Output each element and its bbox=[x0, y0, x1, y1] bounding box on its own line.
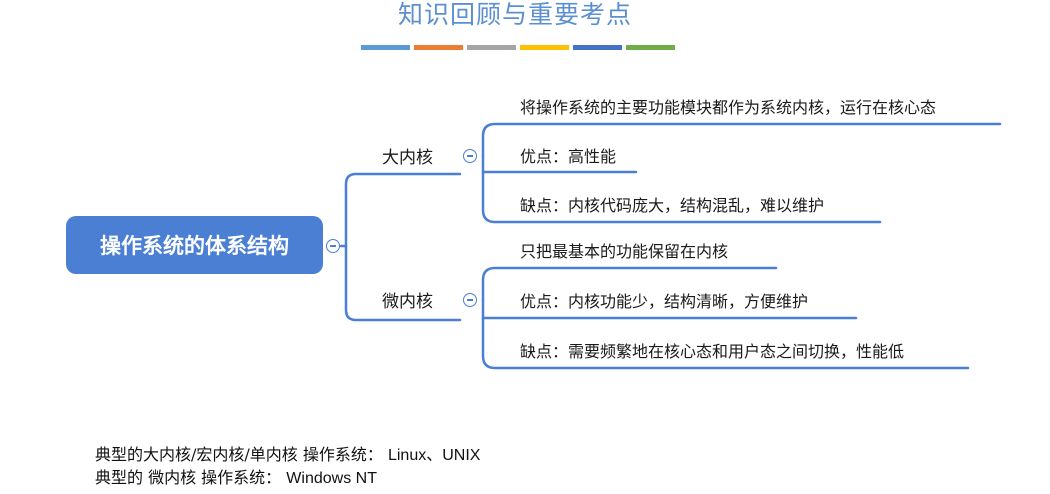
accent-bar-3 bbox=[467, 45, 516, 50]
note-label: 典型的 微内核 操作系统： bbox=[95, 468, 282, 487]
connector-big-stem bbox=[481, 122, 1002, 158]
connector-micro-low bbox=[481, 316, 970, 370]
accent-bar-1 bbox=[361, 45, 410, 50]
connector-micro-stem bbox=[481, 266, 778, 302]
note-label: 典型的大内核/宏内核/单内核 操作系统： bbox=[95, 445, 383, 464]
connector-root-micro bbox=[344, 244, 462, 322]
micro-kernel-definition[interactable]: 只把最基本的功能保留在内核 bbox=[520, 242, 729, 261]
connector-big-mid bbox=[481, 154, 638, 174]
accent-bar-4 bbox=[520, 45, 569, 50]
big-kernel-advantage[interactable]: 优点：高性能 bbox=[520, 147, 617, 166]
root-node[interactable]: 操作系统的体系结构 bbox=[66, 216, 323, 274]
collapse-icon[interactable] bbox=[463, 293, 477, 307]
note-line: 典型的大内核/宏内核/单内核 操作系统： Linux、UNIX bbox=[95, 444, 480, 467]
collapse-icon[interactable] bbox=[463, 149, 477, 163]
note-value: Linux、UNIX bbox=[387, 447, 481, 464]
micro-kernel-advantage[interactable]: 优点：内核功能少，结构清晰，方便维护 bbox=[520, 292, 809, 311]
accent-bar-6 bbox=[626, 45, 675, 50]
notes: 典型的大内核/宏内核/单内核 操作系统： Linux、UNIX 典型的 微内核 … bbox=[95, 444, 480, 490]
accent-bar-2 bbox=[414, 45, 463, 50]
note-line: 典型的 微内核 操作系统： Windows NT bbox=[95, 467, 480, 490]
big-kernel-disadvantage[interactable]: 缺点：内核代码庞大，结构混乱，难以维护 bbox=[520, 196, 825, 215]
branch-big-kernel[interactable]: 大内核 bbox=[382, 148, 433, 168]
micro-kernel-disadvantage[interactable]: 缺点：需要频繁地在核心态和用户态之间切换，性能低 bbox=[520, 342, 905, 361]
note-value: Windows NT bbox=[286, 470, 377, 487]
accent-bars bbox=[361, 45, 675, 50]
connector-root-big bbox=[344, 172, 462, 248]
big-kernel-definition[interactable]: 将操作系统的主要功能模块都作为系统内核，运行在核心态 bbox=[520, 98, 937, 117]
connector-micro-mid bbox=[481, 298, 858, 320]
root-node-label: 操作系统的体系结构 bbox=[100, 234, 289, 258]
connector-big-low bbox=[481, 170, 882, 224]
branch-micro-kernel[interactable]: 微内核 bbox=[382, 292, 433, 312]
collapse-icon[interactable] bbox=[326, 239, 340, 253]
page-title: 知识回顾与重要考点 bbox=[397, 0, 632, 29]
accent-bar-5 bbox=[573, 45, 622, 50]
